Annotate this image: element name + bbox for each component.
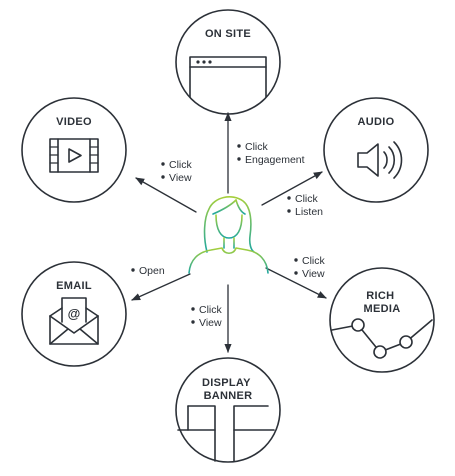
video-title-line-1: VIDEO (56, 116, 92, 128)
display-banner-action-2: View (199, 317, 222, 329)
on-site-circle (175, 9, 281, 115)
speaker-icon (357, 141, 403, 179)
display-banner-actions: Click View (191, 304, 222, 329)
video-film-icon (49, 138, 99, 173)
audio-circle (323, 97, 429, 203)
audio-actions: Click Listen (287, 193, 323, 218)
email-action-1: Open (139, 265, 165, 277)
node-audio: AUDIO Click Listen (287, 97, 429, 218)
person-icon (188, 196, 269, 274)
audio-title-line-1: AUDIO (358, 116, 395, 128)
browser-window-icon (189, 56, 267, 98)
audio-title: AUDIO (358, 116, 395, 128)
video-action-1: Click (169, 159, 192, 171)
node-email: EMAIL @ Open (21, 261, 165, 367)
email-title: EMAIL (56, 280, 92, 292)
node-rich-media: RICH MEDIA Click View (294, 255, 435, 373)
display-banner-title-line-1: DISPLAY (202, 377, 251, 389)
audio-action-1: Click (295, 193, 318, 205)
rich-media-circle (329, 267, 435, 373)
on-site-title-line-1: ON SITE (205, 28, 251, 40)
banner-layout-icon (177, 405, 275, 462)
arrow-to-audio (261, 171, 323, 206)
rich-media-title-line-2: MEDIA (364, 303, 401, 315)
arrow-to-video (135, 177, 197, 213)
svg-text:@: @ (68, 306, 81, 321)
email-title-line-1: EMAIL (56, 280, 92, 292)
display-banner-circle (175, 357, 281, 463)
audio-action-2: Listen (295, 206, 323, 218)
email-actions: Open (131, 265, 165, 277)
on-site-actions: Click Engagement (237, 141, 305, 166)
line-chart-icon (331, 318, 433, 359)
rich-media-action-1: Click (302, 255, 325, 267)
node-on-site: ON SITE Click Engagement (175, 9, 305, 166)
arrow-to-email (131, 273, 191, 301)
rich-media-action-2: View (302, 268, 325, 280)
node-video: VIDEO Click View (21, 97, 192, 203)
on-site-action-2: Engagement (245, 154, 305, 166)
rich-media-actions: Click View (294, 255, 325, 280)
display-banner-title-line-2: BANNER (204, 390, 253, 402)
video-action-2: View (169, 172, 192, 184)
email-circle (21, 261, 127, 367)
arrow-to-rich-media (265, 267, 327, 299)
rich-media-title: RICH MEDIA (364, 290, 401, 315)
display-banner-title: DISPLAY BANNER (202, 377, 254, 402)
display-banner-action-1: Click (199, 304, 222, 316)
video-title: VIDEO (56, 116, 92, 128)
node-display-banner: DISPLAY BANNER Click View (175, 304, 281, 463)
rich-media-title-line-1: RICH (366, 290, 394, 302)
on-site-title: ON SITE (205, 28, 251, 40)
email-envelope-icon: @ (49, 297, 99, 345)
video-actions: Click View (161, 159, 192, 184)
video-circle (21, 97, 127, 203)
on-site-action-1: Click (245, 141, 268, 153)
connector-arrows (131, 112, 327, 353)
